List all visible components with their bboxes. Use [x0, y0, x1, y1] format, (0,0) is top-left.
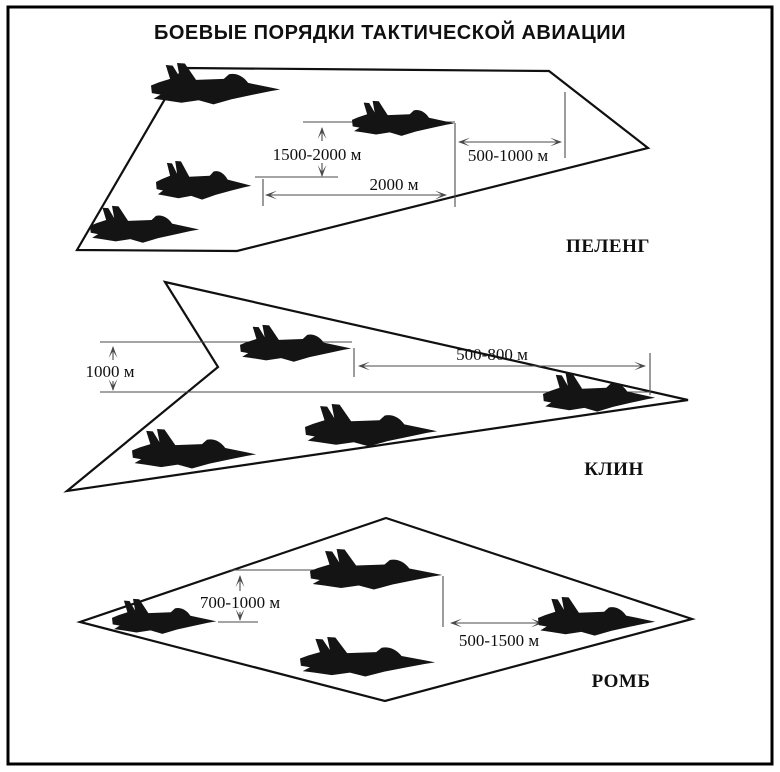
peleng-column-depth-label: 2000 м	[369, 175, 418, 194]
formation-peleng: 1500-2000 м 2000 м 500-1000 м ПЕЛЕНГ	[75, 63, 651, 257]
peleng-lateral-label: 500-1000 м	[468, 146, 548, 165]
page-title: БОЕВЫЕ ПОРЯДКИ ТАКТИЧЕСКОЙ АВИАЦИИ	[154, 20, 626, 44]
klin-interval-label: 500-800 м	[456, 345, 528, 364]
fighter-jet-icon	[310, 549, 443, 590]
fighter-jet-icon	[240, 324, 352, 362]
fighter-jet-icon	[90, 205, 200, 243]
fighter-jet-icon	[538, 596, 656, 636]
peleng-pair-depth-label: 1500-2000 м	[273, 145, 362, 164]
formation-klin: 1000 м 500-800 м КЛИН	[63, 280, 689, 493]
romb-outline	[76, 516, 696, 703]
peleng-name: ПЕЛЕНГ	[566, 236, 650, 257]
klin-outline	[63, 280, 689, 493]
klin-name: КЛИН	[584, 459, 644, 480]
fighter-jet-icon	[300, 636, 436, 677]
fighter-jet-icon	[132, 428, 257, 469]
fighter-jet-icon	[352, 100, 455, 136]
peleng-outline	[75, 66, 651, 253]
romb-lateral-label: 500-1500 м	[459, 631, 539, 650]
fighter-jet-icon	[156, 160, 252, 200]
romb-vertical-label: 700-1000 м	[200, 593, 280, 612]
romb-name: РОМБ	[592, 671, 651, 692]
page-border	[6, 5, 774, 766]
formation-romb: 700-1000 м 500-1500 м РОМБ	[76, 516, 696, 703]
klin-altitude-label: 1000 м	[85, 362, 134, 381]
